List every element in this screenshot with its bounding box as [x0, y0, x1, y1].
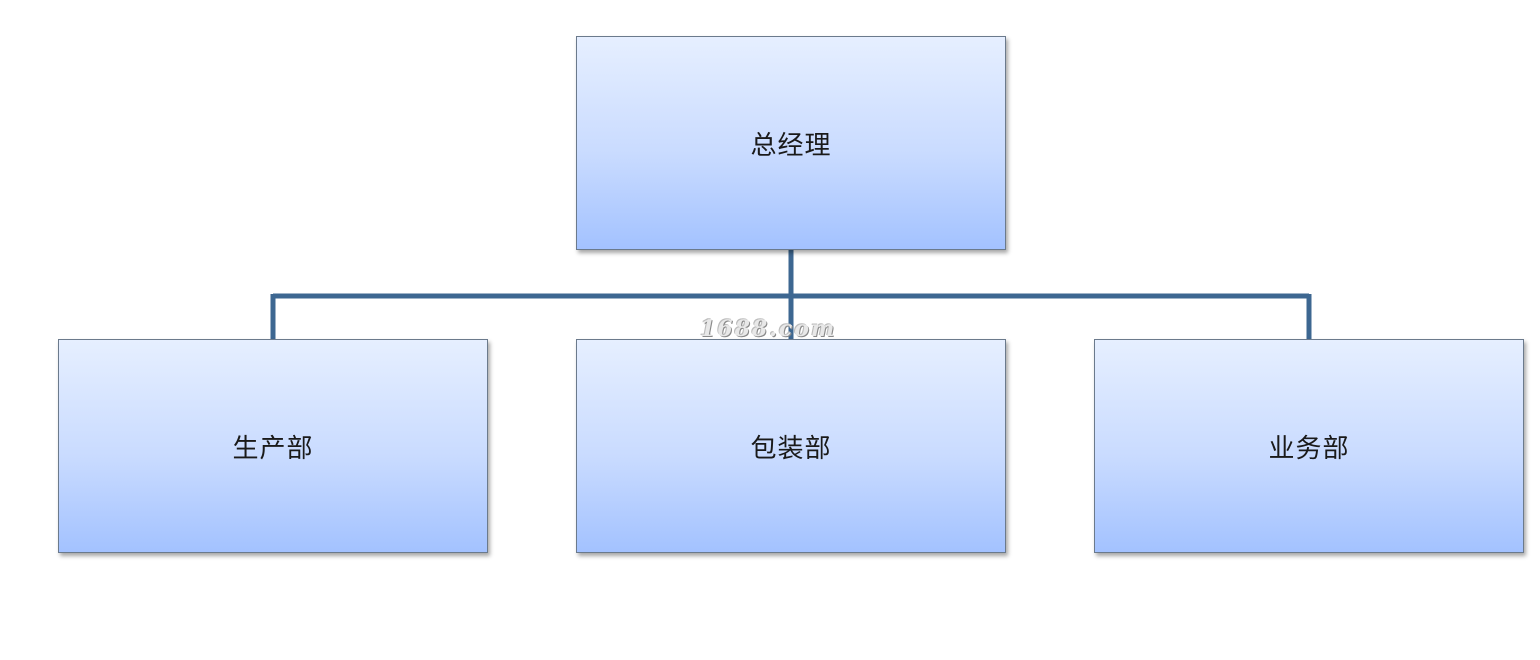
node-label-packaging-dept: 包装部 [750, 433, 832, 464]
node-label-general-manager: 总经理 [750, 130, 832, 161]
node-business-dept: 业务部 [1094, 339, 1524, 553]
node-label-production-dept: 生产部 [232, 433, 314, 464]
node-packaging-dept: 包装部 [576, 339, 1006, 553]
node-general-manager: 总经理 [576, 36, 1006, 250]
node-production-dept: 生产部 [58, 339, 488, 553]
node-label-business-dept: 业务部 [1268, 433, 1350, 464]
